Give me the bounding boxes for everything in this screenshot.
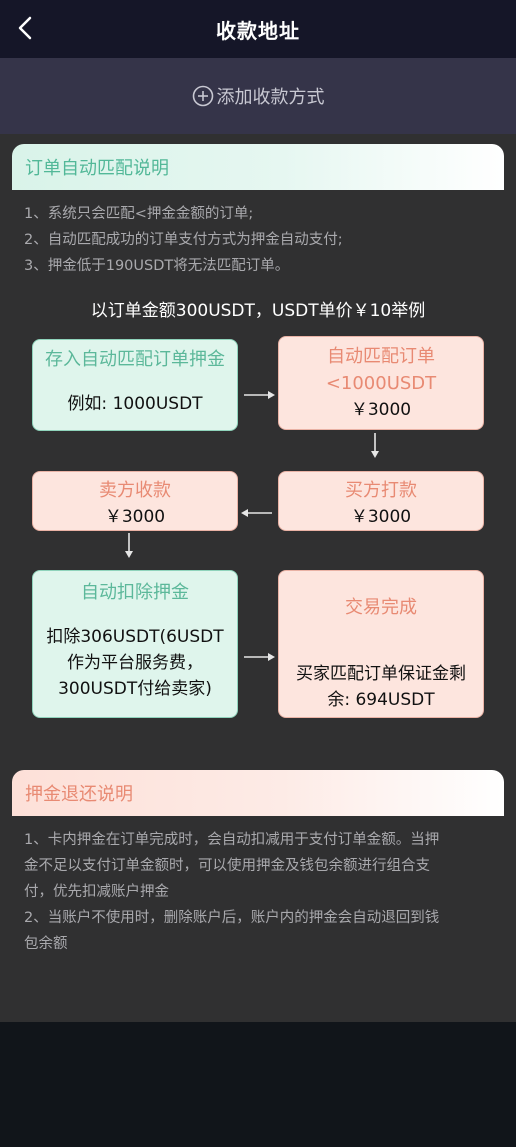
step-deduct-value-1: 扣除306USDT(6USDT [46, 627, 224, 647]
arrow-down-icon [125, 533, 133, 558]
match-note-1: 1、系统只会匹配<押金金额的订单; [24, 206, 254, 222]
step-buyer-pay-value: ￥3000 [350, 507, 412, 527]
top-nav-bar: 收款地址 [0, 0, 516, 58]
step-match-value: ￥3000 [350, 400, 412, 420]
content-area: 订单自动匹配说明 1、系统只会匹配<押金金额的订单; 2、自动匹配成功的订单支付… [0, 134, 516, 1022]
arrow-left-icon [241, 509, 272, 517]
refund-notes: 1、卡内押金在订单完成时，会自动扣减用于支付订单金额。当押 金不足以支付订单金额… [24, 827, 494, 957]
match-section-title: 订单自动匹配说明 [25, 158, 169, 179]
match-notes: 1、系统只会匹配<押金金额的订单; 2、自动匹配成功的订单支付方式为押金自动支付… [24, 201, 494, 279]
step-deduct-title: 自动扣除押金 [81, 582, 189, 603]
step-match-limit: <1000USDT [325, 373, 437, 394]
match-note-3: 3、押金低于190USDT将无法匹配订单。 [24, 258, 290, 274]
refund-note-line-5: 包余额 [24, 936, 68, 952]
match-section-header: 订单自动匹配说明 [12, 144, 504, 190]
step-complete-title: 交易完成 [345, 597, 417, 618]
step-complete-value-1: 买家匹配订单保证金剩 [296, 664, 466, 684]
step-deduct-box: 自动扣除押金 扣除306USDT(6USDT 作为平台服务费， 300USDT付… [32, 570, 238, 718]
arrow-right-icon [244, 653, 275, 661]
step-seller-receive-box: 卖方收款 ￥3000 [32, 471, 238, 531]
step-match-box: 自动匹配订单 <1000USDT ￥3000 [278, 336, 484, 430]
page-title: 收款地址 [216, 18, 300, 43]
step-match-title: 自动匹配订单 [327, 346, 435, 367]
step-buyer-pay-box: 买方打款 ￥3000 [278, 471, 484, 531]
arrow-right-icon [244, 391, 275, 399]
step-deposit-title: 存入自动匹配订单押金 [45, 349, 225, 370]
step-deduct-value-2: 作为平台服务费， [67, 653, 203, 673]
step-seller-receive-value: ￥3000 [104, 507, 166, 527]
step-complete-value-2: 余: 694USDT [327, 690, 435, 710]
refund-note-line-2: 金不足以支付订单金额时，可以使用押金及钱包余额进行组合支 [24, 858, 430, 874]
step-seller-receive-title: 卖方收款 [99, 480, 171, 501]
refund-section-title: 押金退还说明 [25, 784, 133, 805]
step-deposit-value: 例如: 1000USDT [67, 394, 203, 414]
refund-note-line-1: 1、卡内押金在订单完成时，会自动扣减用于支付订单金额。当押 [24, 832, 440, 848]
arrow-down-icon [371, 433, 379, 458]
step-complete-box: 交易完成 买家匹配订单保证金剩 余: 694USDT [278, 570, 484, 718]
match-note-2: 2、自动匹配成功的订单支付方式为押金自动支付; [24, 232, 343, 248]
step-deposit-box: 存入自动匹配订单押金 例如: 1000USDT [32, 339, 238, 431]
add-payment-method-label: 添加收款方式 [216, 87, 325, 108]
chevron-left-icon[interactable] [18, 16, 32, 40]
add-payment-method-button[interactable]: 添加收款方式 [0, 58, 516, 134]
refund-note-line-4: 2、当账户不使用时，删除账户后，账户内的押金会自动退回到钱 [24, 910, 440, 926]
refund-section-header: 押金退还说明 [12, 770, 504, 816]
example-title: 以订单金额300USDT，USDT单价￥10举例 [90, 301, 426, 321]
refund-note-line-3: 付，优先扣减账户押金 [24, 884, 169, 900]
step-buyer-pay-title: 买方打款 [345, 480, 417, 501]
plus-circle-icon [192, 85, 213, 107]
step-deduct-value-3: 300USDT付给卖家) [58, 679, 212, 699]
